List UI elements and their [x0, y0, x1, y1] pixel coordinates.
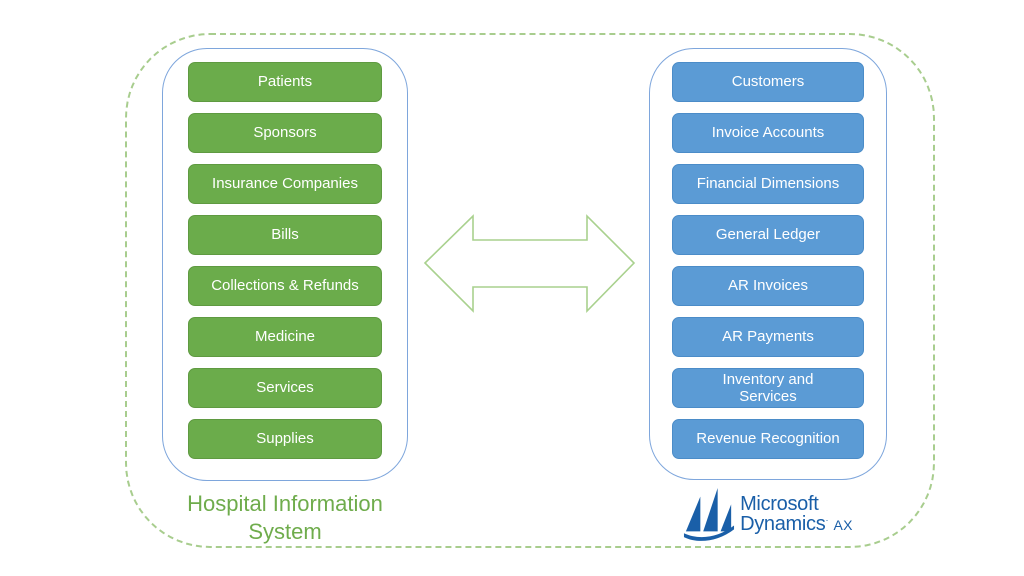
ax-item-revenue-recognition: Revenue Recognition	[672, 419, 864, 459]
ax-item-financial-dimensions: Financial Dimensions	[672, 164, 864, 204]
trademark-dot: ·	[825, 515, 829, 525]
ax-item-inventory-services: Inventory and Services	[672, 368, 864, 408]
diagram-outer-frame	[125, 33, 935, 548]
ax-item-customers: Customers	[672, 62, 864, 102]
ax-item-general-ledger: General Ledger	[672, 215, 864, 255]
his-item-bills: Bills	[188, 215, 382, 255]
dynamics-ax-suffix: AX	[833, 517, 853, 533]
bidirectional-arrow-icon	[423, 214, 636, 313]
his-caption: Hospital Information System	[187, 491, 383, 545]
his-item-collections-refunds: Collections & Refunds	[188, 266, 382, 306]
his-item-label: Bills	[271, 226, 299, 244]
ax-item-invoice-accounts: Invoice Accounts	[672, 113, 864, 153]
his-item-services: Services	[188, 368, 382, 408]
ax-item-label: Inventory and Services	[722, 370, 814, 405]
his-item-medicine: Medicine	[188, 317, 382, 357]
ax-item-ar-invoices: AR Invoices	[672, 266, 864, 306]
dynamics-sails-icon	[684, 488, 735, 541]
ax-item-label: Invoice Accounts	[711, 124, 825, 142]
ax-item-label: AR Payments	[722, 328, 814, 346]
his-item-label: Insurance Companies	[212, 175, 358, 193]
his-item-supplies: Supplies	[188, 419, 382, 459]
his-item-label: Services	[256, 379, 314, 397]
his-item-insurance-companies: Insurance Companies	[188, 164, 382, 204]
dynamics-wordmark-line1: Microsoft	[740, 492, 819, 515]
ax-item-label: Customers	[731, 73, 805, 91]
his-item-label: Medicine	[254, 328, 316, 346]
ms-dynamics-logo: Microsoft Dynamics· AX	[649, 486, 887, 542]
ax-item-label: AR Invoices	[727, 277, 809, 295]
dynamics-wordmark-line2: Dynamics· AX	[740, 513, 853, 535]
his-item-label: Supplies	[256, 430, 314, 448]
ax-item-ar-payments: AR Payments	[672, 317, 864, 357]
his-item-patients: Patients	[188, 62, 382, 102]
his-panel: Patients Sponsors Insurance Companies Bi…	[162, 48, 408, 481]
his-item-label: Sponsors	[253, 124, 317, 142]
ax-item-label: General Ledger	[715, 226, 821, 244]
ax-panel: Customers Invoice Accounts Financial Dim…	[649, 48, 887, 480]
dynamics-wordmark: Microsoft Dynamics· AX	[740, 492, 853, 535]
his-item-sponsors: Sponsors	[188, 113, 382, 153]
his-item-label: Collections & Refunds	[211, 277, 359, 295]
ax-item-label: Revenue Recognition	[696, 430, 840, 448]
his-item-label: Patients	[257, 73, 313, 91]
ax-item-label: Financial Dimensions	[696, 175, 840, 193]
